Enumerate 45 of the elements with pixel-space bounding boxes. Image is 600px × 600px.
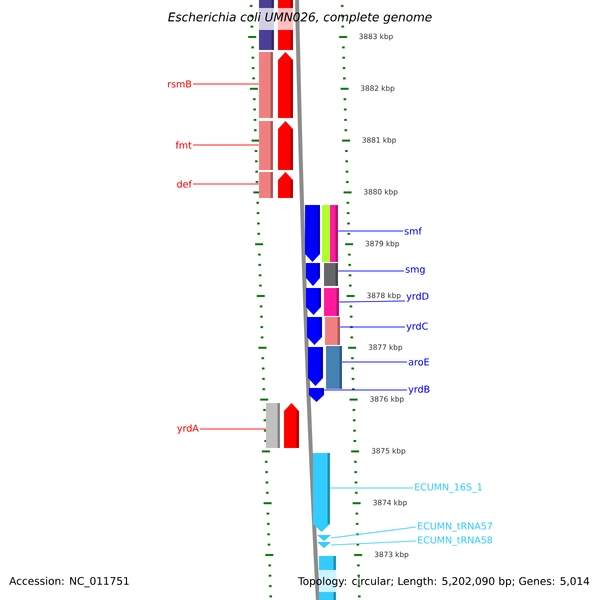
gene-label: yrdD <box>406 292 428 302</box>
gene-block <box>308 347 323 386</box>
gene-block <box>313 453 330 532</box>
gene-box <box>322 205 338 262</box>
title: Escherichia coli UMN026, complete genome <box>168 12 432 24</box>
gene-label: yrdA <box>177 424 199 434</box>
leader-line <box>338 270 404 272</box>
gene-block <box>278 52 293 118</box>
gene-label: def <box>177 180 192 188</box>
gene-label: yrdC <box>406 322 428 332</box>
gene-block <box>278 172 293 198</box>
leader-line <box>340 326 406 328</box>
trna-marker <box>317 535 331 541</box>
gene-box <box>324 288 339 316</box>
gene-box <box>324 263 338 286</box>
gene-label: yrdB <box>408 385 430 395</box>
gene-box <box>266 403 280 448</box>
gene-label: smg <box>406 267 425 275</box>
gene-block <box>307 317 322 345</box>
gene-block <box>278 121 293 170</box>
leader-line <box>338 300 406 302</box>
accession-text: Accession: NC_011751 <box>9 576 129 588</box>
leader-line <box>330 540 416 546</box>
gene-label: aroE <box>408 358 429 366</box>
gene-block <box>309 388 324 402</box>
gene-box <box>259 121 273 170</box>
gene-block <box>284 403 299 448</box>
gene-box <box>326 346 342 389</box>
gene-label: fmt <box>176 141 192 149</box>
gene-label: ECUMN_tRNA58 <box>418 536 492 546</box>
gene-block <box>306 263 320 286</box>
gene-box <box>325 317 340 345</box>
genome-info-text: Topology: circular; Length: 5,202,090 bp; Genes: 5,014 <box>298 576 590 588</box>
leader-line <box>338 230 404 232</box>
gene-label: smf <box>404 227 422 235</box>
gene-block <box>306 288 321 315</box>
gene-label: ECUMN_tRNA57 <box>418 522 492 532</box>
gene-label: ECUMN_16S_1 <box>415 483 482 493</box>
gene-box <box>259 52 273 118</box>
trna-marker <box>317 542 331 548</box>
leader-line <box>192 144 260 146</box>
leader-line <box>200 428 266 430</box>
gene-label: rsmB <box>168 80 192 88</box>
leader-line <box>330 526 416 538</box>
gene-box <box>259 172 273 198</box>
